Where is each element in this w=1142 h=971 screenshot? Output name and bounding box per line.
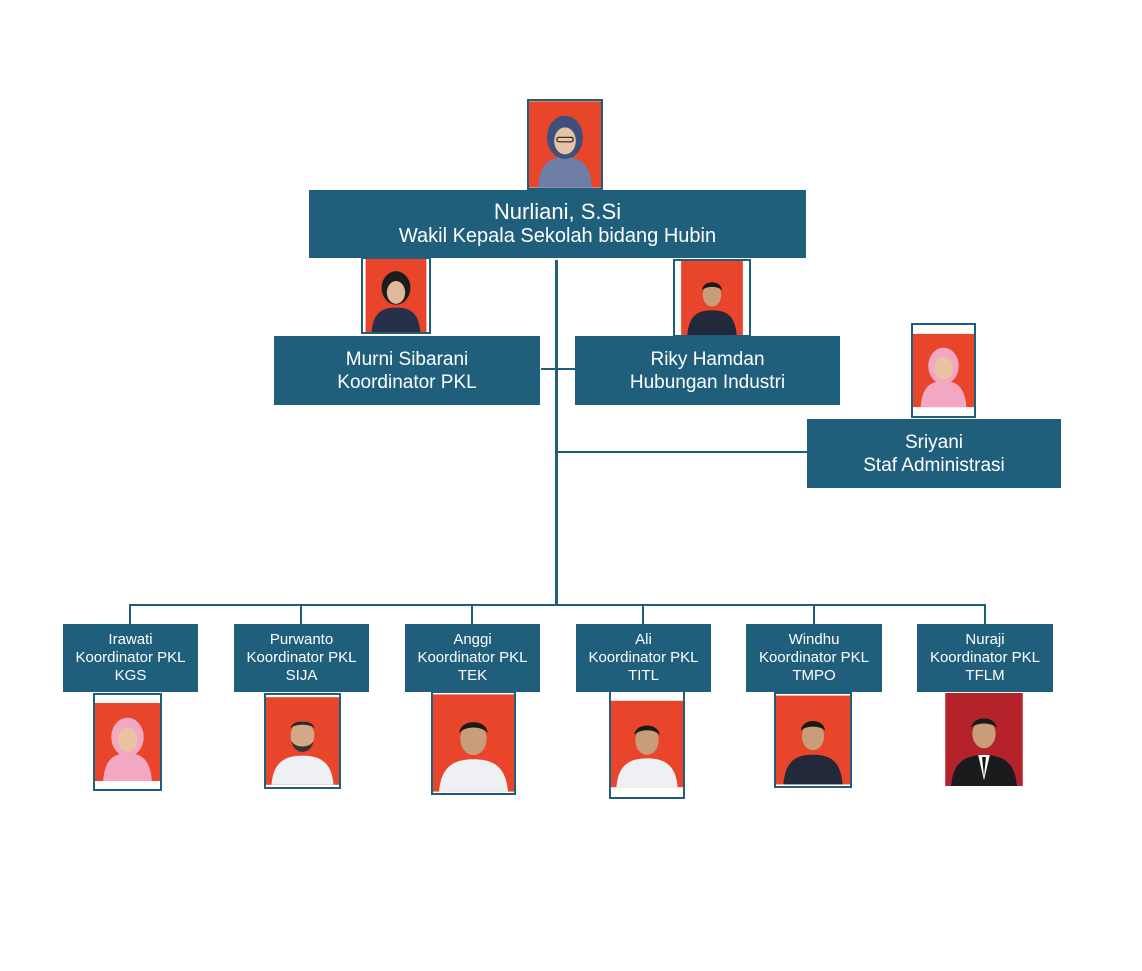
coordinator-box-tmpo: Windhu Koordinator PKL TMPO [746, 624, 882, 692]
riky-box: Riky Hamdan Hubungan Industri [575, 336, 840, 405]
connector-drop-6 [984, 604, 986, 624]
coordinator-program: KGS [114, 667, 147, 684]
riky-title: Hubungan Industri [629, 371, 786, 393]
head-name: Nurliani, S.Si [493, 199, 622, 224]
nuraji-photo [944, 693, 1024, 786]
head-title: Wakil Kepala Sekolah bidang Hubin [398, 225, 717, 247]
murni-title: Koordinator PKL [337, 371, 477, 393]
purwanto-photo [264, 693, 341, 789]
connector-head-trunk [555, 260, 558, 606]
murni-name: Murni Sibarani [345, 348, 469, 370]
coordinator-name: Ali [635, 631, 652, 648]
head-box: Nurliani, S.Si Wakil Kepala Sekolah bida… [309, 190, 806, 258]
riky-photo [673, 259, 751, 337]
sriyani-title: Staf Administrasi [863, 454, 1005, 476]
windhu-photo [774, 692, 852, 788]
coordinator-name: Irawati [108, 631, 153, 648]
murni-photo [361, 257, 431, 334]
coordinator-title: Koordinator PKL [588, 649, 699, 666]
irawati-photo [93, 693, 162, 791]
sriyani-box: Sriyani Staf Administrasi [807, 419, 1061, 488]
coordinator-box-tek: Anggi Koordinator PKL TEK [405, 624, 540, 692]
head-photo [527, 99, 603, 190]
connector-staff-horizontal [541, 368, 575, 370]
coordinator-box-tflm: Nuraji Koordinator PKL TFLM [917, 624, 1053, 692]
connector-coordinators-bar [129, 604, 986, 606]
coordinator-name: Nuraji [965, 631, 1005, 648]
sriyani-photo [911, 323, 976, 418]
coordinator-title: Koordinator PKL [246, 649, 357, 666]
anggi-photo [431, 691, 516, 795]
coordinator-box-kgs: Irawati Koordinator PKL KGS [63, 624, 198, 692]
ali-photo [609, 689, 685, 799]
riky-name: Riky Hamdan [650, 348, 765, 370]
coordinator-program: SIJA [285, 667, 318, 684]
coordinator-box-titl: Ali Koordinator PKL TITL [576, 624, 711, 692]
coordinator-program: TITL [628, 667, 659, 684]
coordinator-title: Koordinator PKL [929, 649, 1041, 666]
connector-drop-3 [471, 604, 473, 624]
connector-sriyani [557, 451, 807, 453]
coordinator-program: TFLM [965, 667, 1005, 684]
coordinator-name: Anggi [453, 631, 492, 648]
connector-drop-5 [813, 604, 815, 624]
coordinator-name: Purwanto [269, 631, 334, 648]
connector-drop-1 [129, 604, 131, 624]
coordinator-title: Koordinator PKL [417, 649, 528, 666]
coordinator-program: TMPO [792, 667, 836, 684]
coordinator-program: TEK [457, 667, 488, 684]
murni-box: Murni Sibarani Koordinator PKL [274, 336, 540, 405]
connector-drop-2 [300, 604, 302, 624]
sriyani-name: Sriyani [904, 431, 964, 453]
coordinator-name: Windhu [788, 631, 840, 648]
connector-drop-4 [642, 604, 644, 624]
coordinator-title: Koordinator PKL [758, 649, 870, 666]
coordinator-box-sija: Purwanto Koordinator PKL SIJA [234, 624, 369, 692]
coordinator-title: Koordinator PKL [75, 649, 186, 666]
